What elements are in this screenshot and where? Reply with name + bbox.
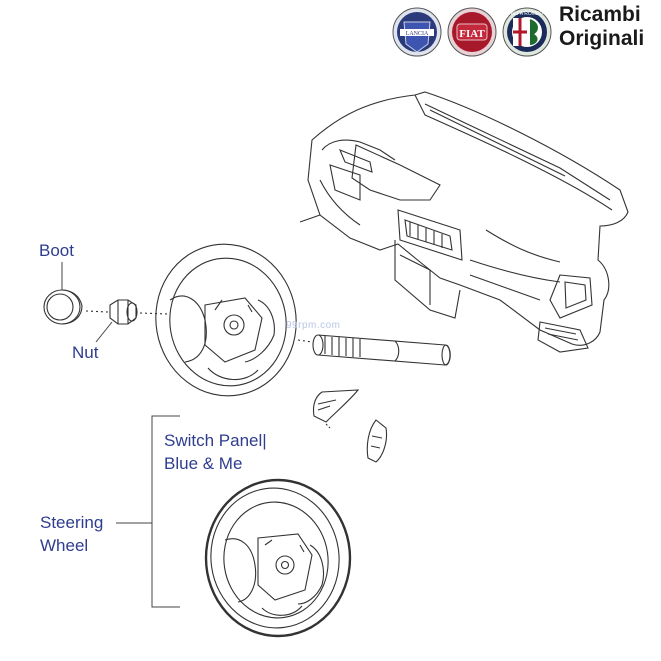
switch-panel-label-line2: Blue & Me xyxy=(164,454,243,473)
steering-wheel-lower xyxy=(204,478,352,638)
switch-panel-label-line1: Switch Panel| xyxy=(164,431,267,450)
steering-wheel-upper xyxy=(155,243,297,397)
dashboard xyxy=(299,91,629,353)
svg-text:LANCIA: LANCIA xyxy=(406,31,429,37)
boot-part xyxy=(43,289,83,325)
fiat-logo: FIAT xyxy=(447,7,497,57)
watermark-text: 99rpm.com xyxy=(286,320,341,331)
steering-bracket xyxy=(151,415,180,608)
svg-text:ALFA ROMEO: ALFA ROMEO xyxy=(511,11,543,17)
nut-label: Nut xyxy=(72,343,99,362)
alfa-romeo-logo: ALFA ROMEO xyxy=(502,7,552,57)
brand-line-1: Ricambi xyxy=(559,3,641,26)
boot-label: Boot xyxy=(39,241,74,260)
nut-part xyxy=(85,299,169,325)
steering-column xyxy=(297,334,451,366)
steering-wheel-label-line2: Wheel xyxy=(40,536,89,555)
lancia-logo: LANCIA xyxy=(392,7,442,57)
switch-panel-part xyxy=(312,389,388,463)
brand-line-2: Originali xyxy=(559,27,645,50)
svg-text:FIAT: FIAT xyxy=(459,28,485,40)
leader-lines xyxy=(61,262,180,608)
steering-wheel-label-line1: Steering xyxy=(40,513,104,532)
nut-leader xyxy=(95,321,113,343)
